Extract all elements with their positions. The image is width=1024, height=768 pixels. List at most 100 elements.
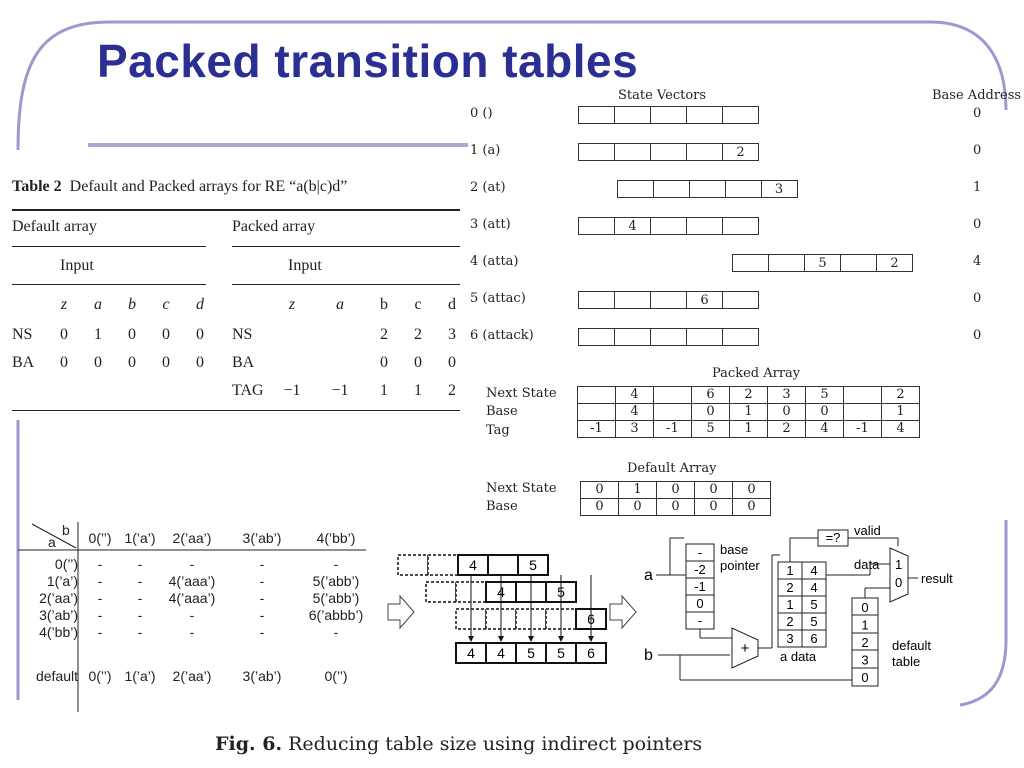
- row-label: default: [35, 668, 78, 684]
- table-cell: 0: [380, 354, 388, 371]
- array-cell: 0: [580, 498, 619, 516]
- array-cell: [653, 386, 692, 404]
- arrowhead-icon: [558, 636, 564, 642]
- state-vector-cell: [650, 143, 687, 161]
- state-vector-cell: [722, 106, 759, 124]
- default-table-value: 3: [861, 653, 868, 668]
- a-data-value: 4: [810, 580, 817, 595]
- array-cell: [577, 386, 616, 404]
- state-vector-cell: [686, 217, 723, 235]
- input-label-packed: Input: [288, 257, 322, 274]
- row-label: 1(’a’): [46, 573, 78, 589]
- default-table-value: 0: [861, 670, 868, 685]
- array-cell: [843, 403, 882, 421]
- default-table-value: 1: [861, 618, 868, 633]
- pointer-value: -2: [694, 562, 706, 577]
- row-label: 4(’bb’): [39, 624, 78, 640]
- state-vector-cell: 5: [804, 254, 841, 272]
- state-label: 0 (): [470, 106, 493, 121]
- table-cell: 1: [94, 326, 102, 343]
- packed-array-title: Packed Array: [712, 366, 801, 381]
- row-label: 3(’ab’): [39, 607, 78, 623]
- array-cell: 1: [729, 403, 768, 421]
- a-data-value: 1: [786, 597, 793, 612]
- table-cell: 3: [448, 326, 456, 343]
- state-vector: 4: [578, 217, 759, 235]
- table-rule: [232, 246, 460, 247]
- input-a-label: a: [644, 567, 653, 584]
- array-cell: 3: [615, 420, 654, 438]
- table-cell: 0: [60, 354, 68, 371]
- pointer-value: -: [698, 613, 702, 628]
- column-header: b: [128, 296, 136, 313]
- table-cell: -: [259, 590, 265, 606]
- packing-value: 6: [587, 645, 595, 661]
- column-header: 4(’bb’): [316, 530, 356, 546]
- a-data-value: 4: [810, 563, 817, 578]
- table-rule: [12, 246, 206, 247]
- array-cell: -1: [577, 420, 616, 438]
- row-label: 0(’’): [54, 556, 78, 572]
- column-header: z: [288, 296, 296, 313]
- table-cell: -: [97, 556, 103, 572]
- table-cell: 6(’abbb’): [308, 607, 364, 623]
- table-cell: 2: [448, 382, 456, 399]
- array-cell: [577, 403, 616, 421]
- array-cell: 4: [881, 420, 920, 438]
- state-vector-cell: [840, 254, 877, 272]
- table-cell: 5(’abb’): [312, 573, 360, 589]
- array-cell: [843, 386, 882, 404]
- table-cell: -: [137, 624, 143, 640]
- a-data-value: 5: [810, 597, 817, 612]
- column-header: c: [162, 296, 170, 313]
- table-cell: 1: [414, 382, 422, 399]
- table-cell: 0: [196, 354, 204, 371]
- array-cell: 0: [732, 498, 771, 516]
- figure-caption: Fig. 6. Reducing table size using indire…: [215, 733, 703, 755]
- table-cell: −1: [283, 382, 301, 399]
- array-cell: [653, 403, 692, 421]
- array-cell: -1: [653, 420, 692, 438]
- default-table-value: 2: [861, 635, 868, 650]
- pointer-value: -: [698, 545, 702, 560]
- arrow-right-icon: [609, 594, 637, 630]
- frame-bottom-right-curve: [959, 520, 1008, 707]
- state-label: 5 (attac): [470, 291, 526, 306]
- packed-array-label: Packed array: [232, 218, 316, 235]
- packing-value: 5: [557, 645, 565, 661]
- column-header: d: [196, 296, 204, 313]
- table-cell: 1(’a’): [124, 668, 156, 684]
- a-data-value: 2: [786, 580, 793, 595]
- table-cell: -: [97, 573, 103, 589]
- state-vector-cell: [578, 328, 615, 346]
- column-header: 3(’ab’): [242, 530, 282, 546]
- state-vector-cell: [686, 328, 723, 346]
- default-table-label-2: table: [892, 654, 920, 669]
- mux-input-1: 1: [895, 557, 902, 572]
- state-vector-cell: [614, 106, 651, 124]
- state-label: 3 (att): [470, 217, 511, 232]
- table-cell: -: [259, 573, 265, 589]
- packed-row-label: Next State: [486, 386, 557, 401]
- table-cell: -: [137, 573, 143, 589]
- mux-input-0: 0: [895, 575, 902, 590]
- frame-top-curve: [16, 20, 1008, 151]
- state-vector-cell: [732, 254, 769, 272]
- column-header: z: [60, 296, 68, 313]
- table-cell: 4(’aaa’): [168, 573, 216, 589]
- array-cell: 6: [691, 386, 730, 404]
- column-header: a: [336, 296, 344, 313]
- table-cell: -: [259, 556, 265, 572]
- state-vector-cell: 3: [760, 180, 798, 198]
- base-address-value: 0: [973, 291, 982, 306]
- arrowhead-icon: [498, 636, 504, 642]
- state-vector-cell: [688, 180, 726, 198]
- column-header: d: [448, 296, 456, 313]
- state-vector-cell: [614, 143, 651, 161]
- state-label: 6 (attack): [470, 328, 534, 343]
